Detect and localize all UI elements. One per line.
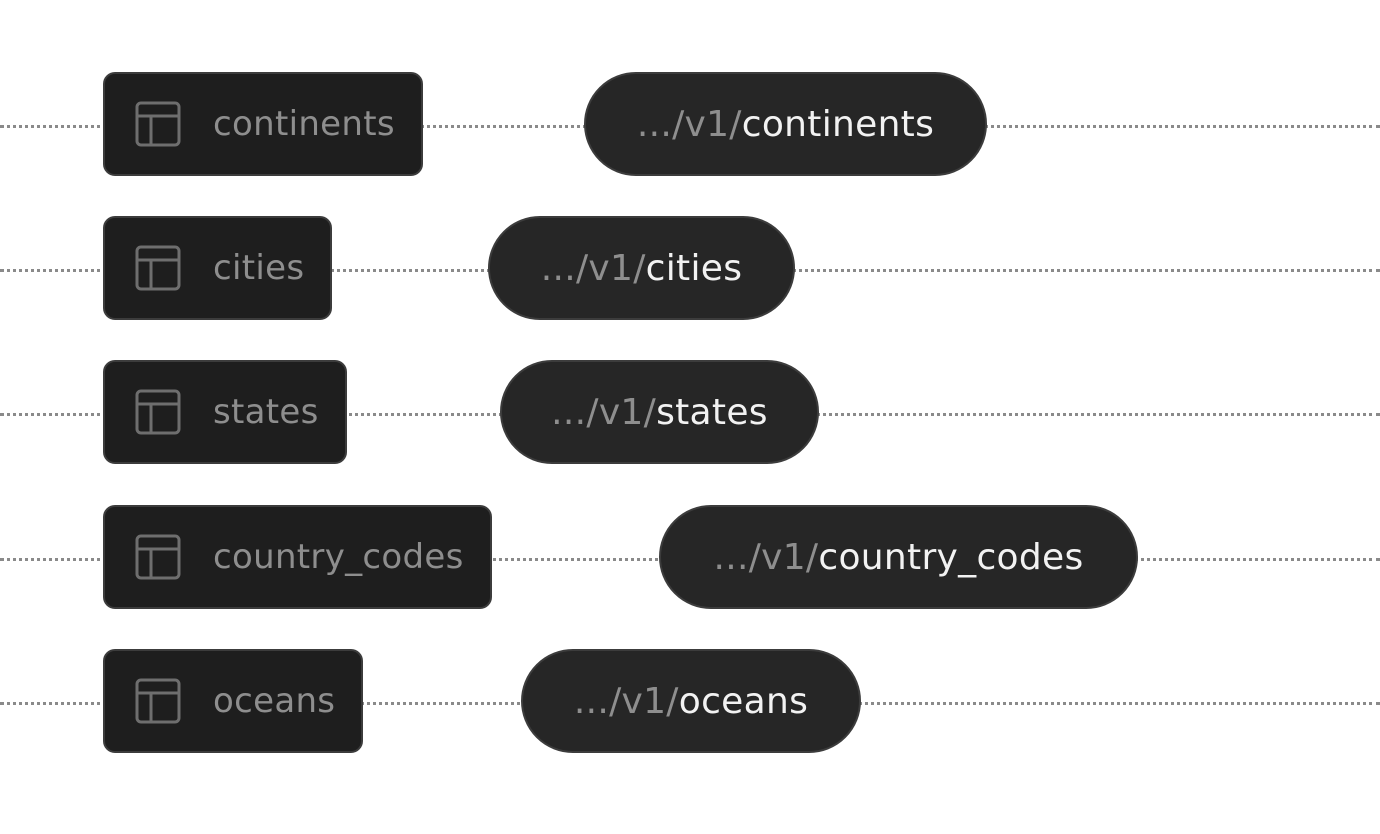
endpoint-prefix: .../v1/ (551, 391, 657, 433)
table-name: country_codes (213, 537, 464, 577)
endpoint-prefix: .../v1/ (573, 680, 679, 722)
endpoint-prefix: .../v1/ (540, 247, 646, 289)
table-name: cities (213, 248, 305, 288)
table-icon (135, 534, 181, 580)
table-icon (135, 389, 181, 435)
table-icon (135, 101, 181, 147)
mapping-row: continents .../v1/continents (0, 72, 1380, 180)
table-node[interactable]: country_codes (103, 505, 492, 609)
table-icon (135, 678, 181, 724)
endpoint-resource: states (656, 391, 768, 433)
endpoint-pill[interactable]: .../v1/continents (584, 72, 987, 176)
mapping-row: cities .../v1/cities (0, 216, 1380, 324)
table-node[interactable]: states (103, 360, 347, 464)
endpoint-prefix: .../v1/ (636, 103, 742, 145)
endpoint-resource: continents (741, 103, 935, 145)
endpoint-pill[interactable]: .../v1/cities (488, 216, 795, 320)
table-node[interactable]: oceans (103, 649, 364, 753)
endpoint-resource: oceans (678, 680, 809, 722)
endpoint-resource: cities (645, 247, 743, 289)
table-name: states (213, 392, 319, 432)
mapping-row: states .../v1/states (0, 360, 1380, 468)
table-node[interactable]: cities (103, 216, 333, 320)
table-name: oceans (213, 681, 336, 721)
table-icon (135, 245, 181, 291)
table-name: continents (213, 104, 395, 144)
table-node[interactable]: continents (103, 72, 423, 176)
endpoint-pill[interactable]: .../v1/country_codes (659, 505, 1138, 609)
endpoint-pill[interactable]: .../v1/oceans (521, 649, 861, 753)
mapping-row: oceans .../v1/oceans (0, 649, 1380, 757)
mapping-row: country_codes .../v1/country_codes (0, 505, 1380, 613)
endpoint-prefix: .../v1/ (713, 536, 819, 578)
endpoint-pill[interactable]: .../v1/states (500, 360, 819, 464)
endpoint-resource: country_codes (818, 536, 1084, 578)
